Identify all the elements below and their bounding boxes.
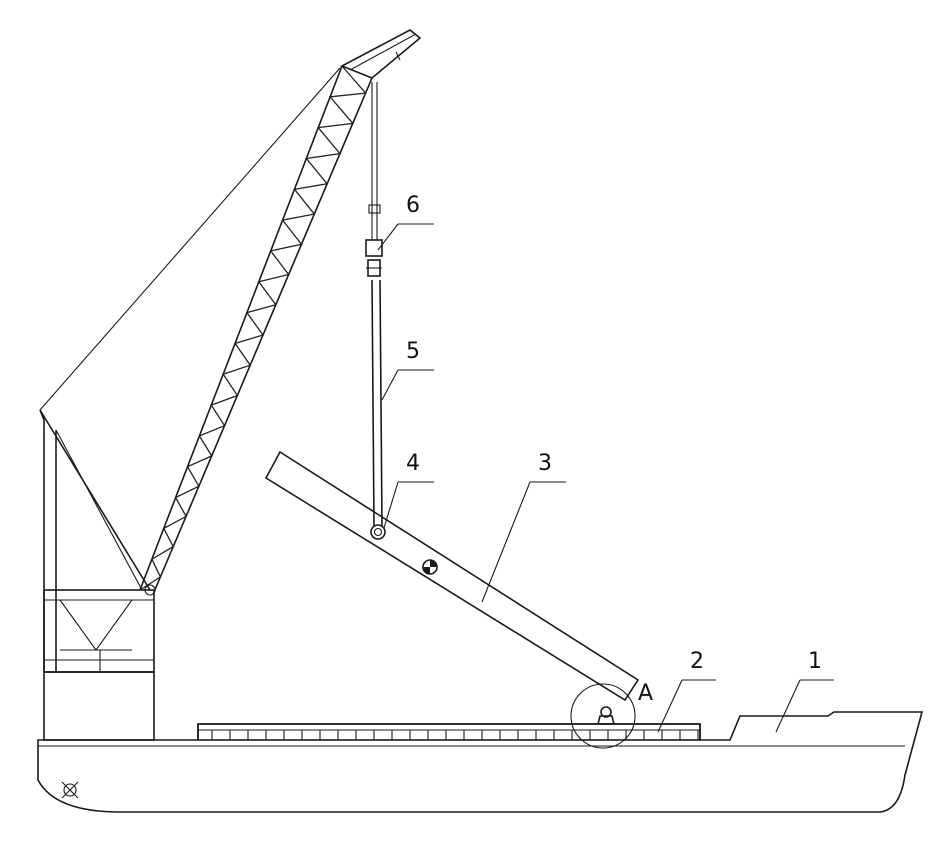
lifted-structure: [266, 452, 638, 700]
track-ticks: [198, 730, 700, 740]
hinge-detail: [571, 684, 635, 748]
hook-block: [366, 240, 382, 276]
lifting-shackle: [371, 525, 385, 539]
callout-label-6: 6: [406, 193, 420, 218]
lattice-boom: [140, 30, 420, 595]
backstay-cable: [40, 68, 340, 410]
center-of-gravity-icon: [423, 560, 437, 574]
deck-track: [198, 724, 700, 740]
callout-label-3: 3: [538, 451, 552, 476]
callout-label-4: 4: [406, 451, 420, 476]
callout-label-1: 1: [808, 649, 822, 674]
lifting-sling: [372, 280, 374, 526]
callout-label-5: 5: [406, 339, 420, 364]
hoist-assembly: [366, 82, 385, 539]
boom-lattice-bracing: [140, 66, 366, 590]
callout-leaders: [378, 224, 834, 732]
callout-label-2: 2: [690, 649, 704, 674]
anchor-icon: [62, 782, 78, 798]
ship-hull: [38, 712, 922, 812]
crane-pedestal: [40, 410, 154, 740]
detail-marker-label: A: [638, 681, 653, 706]
